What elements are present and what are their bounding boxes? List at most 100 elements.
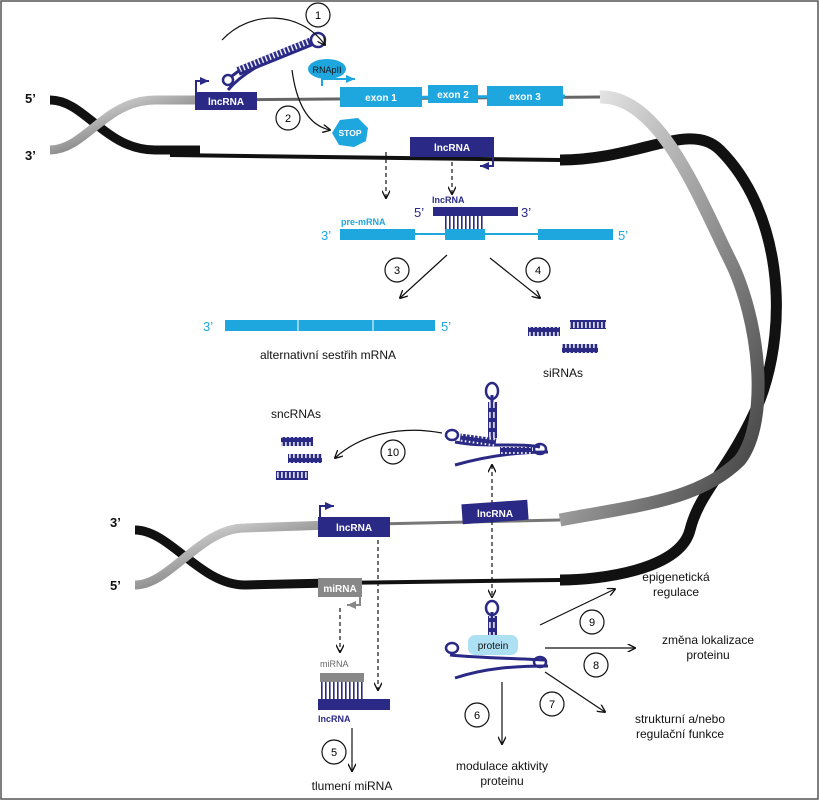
protein-label: protein bbox=[478, 641, 509, 652]
base-pairing-ticks bbox=[445, 216, 485, 230]
premrna-lncrna-duplex: lncRNA 5’ 3’ pre-mRNA 3’ 5’ bbox=[321, 195, 628, 243]
premrna-exon-left bbox=[340, 229, 415, 240]
step-3-marker: 3 bbox=[384, 257, 410, 283]
lncrna-gene-top-left: lncRNA bbox=[195, 77, 257, 110]
mirna-lncrna-duplex: miRNA lncRNA bbox=[318, 659, 390, 724]
step-number-label: 10 bbox=[387, 447, 399, 459]
stop-octagon-icon bbox=[332, 118, 368, 147]
mirna-silencing-caption: tlumení miRNA bbox=[312, 779, 393, 793]
exon-1 bbox=[340, 87, 422, 107]
alternative-splicing-caption: alternativní sestřih mRNA bbox=[260, 348, 396, 362]
sirnas-label: siRNAs bbox=[543, 366, 583, 380]
dna-strand-bottom-black bbox=[329, 578, 561, 585]
mirna-gene-box bbox=[318, 578, 362, 597]
step-number-label: 2 bbox=[285, 113, 291, 125]
premrna-label: pre-mRNA bbox=[341, 217, 386, 227]
rna-polymerase-ii: RNApII bbox=[308, 59, 355, 86]
step-10-marker: 10 bbox=[380, 439, 406, 465]
mrna-bar bbox=[225, 320, 435, 331]
sncrna-duplex bbox=[288, 454, 322, 463]
lncrna-gene-box bbox=[318, 517, 390, 537]
lncrna-hairpin-structure-top bbox=[221, 31, 327, 91]
sirna-duplexes: siRNAs bbox=[528, 320, 606, 380]
strand-end-5-top: 5’ bbox=[25, 91, 36, 106]
promoter-arrow-icon bbox=[319, 502, 334, 517]
step-number-label: 8 bbox=[593, 660, 599, 672]
protein-coding-gene: exon 1 exon 2 exon 3 bbox=[339, 85, 566, 107]
lncrna-sponge-bar bbox=[318, 699, 390, 710]
dna-strand-black-right bbox=[559, 133, 782, 586]
bound-lncrna-label: lncRNA bbox=[432, 195, 465, 205]
exon-2 bbox=[428, 85, 478, 103]
stop-sign: STOP bbox=[332, 118, 368, 147]
step-8-marker: 8 bbox=[583, 652, 609, 678]
step-number-label: 7 bbox=[549, 699, 555, 711]
promoter-arrow-icon bbox=[347, 597, 361, 609]
premrna-exon-middle bbox=[445, 229, 485, 240]
lncrna-protein-complex: protein bbox=[444, 599, 549, 680]
step-2-marker: 2 bbox=[275, 105, 301, 131]
step-number-label: 3 bbox=[394, 265, 400, 277]
promoter-arrow-icon bbox=[480, 157, 494, 170]
mirna-gene-label: miRNA bbox=[323, 584, 356, 595]
lncrna-gene-box bbox=[461, 499, 529, 525]
premrna-5-end: 5’ bbox=[618, 228, 628, 243]
step-2-arrow bbox=[291, 69, 330, 130]
mirna-label: miRNA bbox=[320, 659, 349, 669]
promoter-arrow-icon bbox=[321, 75, 355, 86]
mrna-3-end: 3’ bbox=[203, 319, 213, 334]
sirna-duplex bbox=[570, 320, 606, 329]
promoter-arrow-icon bbox=[195, 77, 209, 92]
dna-strand-gray-bottom-left bbox=[134, 520, 331, 590]
sncrna-duplex bbox=[281, 437, 313, 446]
sirna-duplex bbox=[562, 344, 598, 353]
sncrna-duplexes: sncRNAs bbox=[271, 407, 322, 480]
strand-end-3-bottom: 3’ bbox=[110, 515, 121, 530]
exon-1-label: exon 1 bbox=[365, 93, 397, 104]
premrna-exon-right bbox=[538, 229, 613, 240]
lncrna-gene-box bbox=[195, 92, 257, 110]
bound-lncrna-bar bbox=[433, 207, 518, 216]
lncrna-sponge-label: lncRNA bbox=[318, 714, 351, 724]
lncrna-gene-label: lncRNA bbox=[434, 143, 470, 154]
step-9-arrow bbox=[539, 589, 615, 626]
rnapol-blob bbox=[308, 59, 346, 79]
protein-blob bbox=[468, 635, 518, 655]
exon-3 bbox=[487, 86, 563, 106]
premrna-3-end: 3’ bbox=[321, 228, 331, 243]
dna-strand-gray-top-left bbox=[49, 95, 200, 155]
lncrna-gene-label: lncRNA bbox=[336, 523, 372, 534]
lncrna-gene-antisense: lncRNA bbox=[410, 137, 494, 170]
lncrna-gene-bottom-right: lncRNA bbox=[461, 499, 529, 525]
base-pairing-ticks bbox=[320, 682, 364, 699]
lncrna-gene-box bbox=[410, 137, 494, 157]
bound-lncrna-3-end: 3’ bbox=[521, 205, 531, 220]
mirna-bar bbox=[320, 673, 364, 682]
lncrna-gene-bottom-left: lncRNA bbox=[318, 502, 390, 537]
step-4-marker: 4 bbox=[525, 257, 551, 283]
dna-strand-black-top-left bbox=[49, 95, 200, 155]
step-4-arrow bbox=[489, 257, 540, 298]
spliced-mrna: 3’ 5’ alternativní sestřih mRNA bbox=[203, 319, 451, 362]
step-1-arrow bbox=[221, 17, 325, 45]
sirna-duplex bbox=[528, 327, 560, 336]
mrna-5-end: 5’ bbox=[441, 319, 451, 334]
dna-double-helix bbox=[49, 90, 782, 590]
step-number-label: 1 bbox=[315, 10, 321, 22]
mirna-gene: miRNA bbox=[318, 578, 362, 609]
step-3-arrow bbox=[400, 254, 448, 298]
step-5-marker: 5 bbox=[321, 739, 347, 765]
lncrna-gene-label: lncRNA bbox=[477, 509, 513, 520]
stop-label: STOP bbox=[339, 128, 362, 138]
step-6-marker: 6 bbox=[464, 702, 490, 728]
lncrna-gene-label: lncRNA bbox=[208, 97, 244, 108]
bound-lncrna-5-end: 5’ bbox=[414, 205, 424, 220]
step-number-label: 4 bbox=[535, 265, 541, 277]
